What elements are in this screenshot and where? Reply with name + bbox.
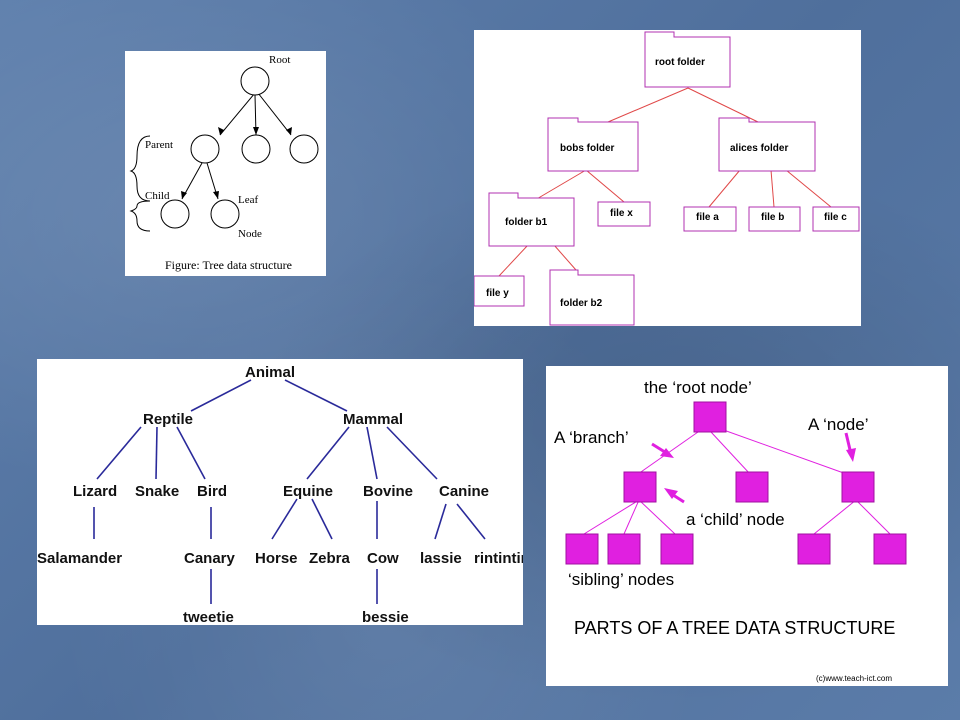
bovine-label: Bovine	[363, 483, 413, 500]
tree-node-right	[289, 134, 319, 164]
file-a-label: file a	[696, 212, 719, 223]
tweetie-label: tweetie	[183, 609, 234, 625]
tree-right-node	[841, 471, 875, 503]
sibling-nodes-label: ‘sibling’ nodes	[568, 570, 674, 589]
snake-label: Snake	[135, 483, 179, 500]
folder-tree-diagram: root folder bobs folder alices folder fo…	[474, 31, 860, 326]
mammal-label: Mammal	[343, 411, 403, 428]
teach-ict-credit: (c)www.teach-ict.com	[816, 674, 892, 683]
tree-sibling-node-2	[607, 533, 641, 565]
animal-tree-panel: Animal Reptile Mammal Lizard Snake Bird …	[37, 359, 523, 625]
bessie-label: bessie	[362, 609, 409, 625]
child-node-label: a ‘child’ node	[686, 510, 785, 529]
tree-node-leaf	[210, 199, 240, 229]
file-x-label: file x	[610, 208, 633, 219]
file-x	[597, 201, 651, 227]
file-y-label: file y	[486, 288, 509, 299]
root-node-label: the ‘root node’	[644, 378, 752, 397]
tree-parts-panel: the ‘root node’ A ‘branch’ A ‘node’ a ‘c…	[546, 366, 948, 686]
tree-node-root	[240, 66, 270, 96]
root-label: Root	[269, 54, 290, 66]
folder-bobs	[547, 117, 639, 172]
file-b	[748, 206, 801, 232]
reptile-label: Reptile	[143, 411, 193, 428]
folder-b2-label: folder b2	[560, 298, 603, 309]
tree-sibling-node-1	[565, 533, 599, 565]
file-b-label: file b	[761, 212, 784, 223]
folder-alices-label: alices folder	[730, 143, 788, 154]
tree-sibling-node-3	[660, 533, 694, 565]
file-a	[683, 206, 737, 232]
file-c-label: file c	[824, 212, 847, 223]
lizard-label: Lizard	[73, 483, 117, 500]
tree-leaf-node-1	[797, 533, 831, 565]
parent-label: Parent	[145, 139, 173, 151]
zebra-label: Zebra	[309, 550, 351, 567]
branch-arrow-icon	[660, 448, 674, 458]
tree-leaf-node-2	[873, 533, 907, 565]
folder-b1-label: folder b1	[505, 217, 548, 228]
animal-label: Animal	[245, 364, 295, 381]
figure-caption: Figure: Tree data structure	[165, 258, 292, 272]
file-y	[474, 275, 525, 307]
animal-tree-diagram: Animal Reptile Mammal Lizard Snake Bird …	[37, 364, 523, 625]
equine-label: Equine	[283, 483, 333, 500]
canine-label: Canine	[439, 483, 489, 500]
node-label: Node	[238, 228, 262, 240]
tree-child-node	[623, 471, 657, 503]
file-c	[812, 206, 860, 232]
leaf-label: Leaf	[238, 194, 258, 206]
child-label: Child	[145, 190, 170, 202]
tree-node-child	[160, 199, 190, 229]
tree-middle-node	[735, 471, 769, 503]
folder-root	[644, 31, 731, 88]
folder-bobs-label: bobs folder	[560, 143, 615, 154]
node-arrow-icon	[846, 448, 856, 462]
branch-label: A ‘branch’	[554, 428, 629, 447]
tree-figure-diagram: Root Parent Child Leaf Node Figure: Tree…	[129, 54, 319, 272]
folder-tree-panel: root folder bobs folder alices folder fo…	[474, 30, 861, 326]
cow-label: Cow	[367, 550, 399, 567]
rintintin-label: rintintin	[474, 550, 523, 567]
tree-node-middle	[241, 134, 271, 164]
tree-figure-panel: Root Parent Child Leaf Node Figure: Tree…	[125, 51, 326, 276]
folder-b1	[488, 192, 575, 247]
salamander-label: Salamander	[37, 550, 122, 567]
node-callout-label: A ‘node’	[808, 415, 869, 434]
tree-parts-title: PARTS OF A TREE DATA STRUCTURE	[574, 618, 895, 638]
canary-label: Canary	[184, 550, 236, 567]
tree-parts-diagram: the ‘root node’ A ‘branch’ A ‘node’ a ‘c…	[554, 378, 907, 683]
folder-b2	[549, 269, 635, 326]
tree-root-node	[693, 401, 727, 433]
lassie-label: lassie	[420, 550, 462, 567]
folder-root-label: root folder	[655, 57, 705, 68]
horse-label: Horse	[255, 550, 298, 567]
folder-alices	[718, 117, 816, 172]
child-arrow-icon	[664, 488, 678, 499]
bird-label: Bird	[197, 483, 227, 500]
tree-node-parent	[190, 134, 220, 164]
